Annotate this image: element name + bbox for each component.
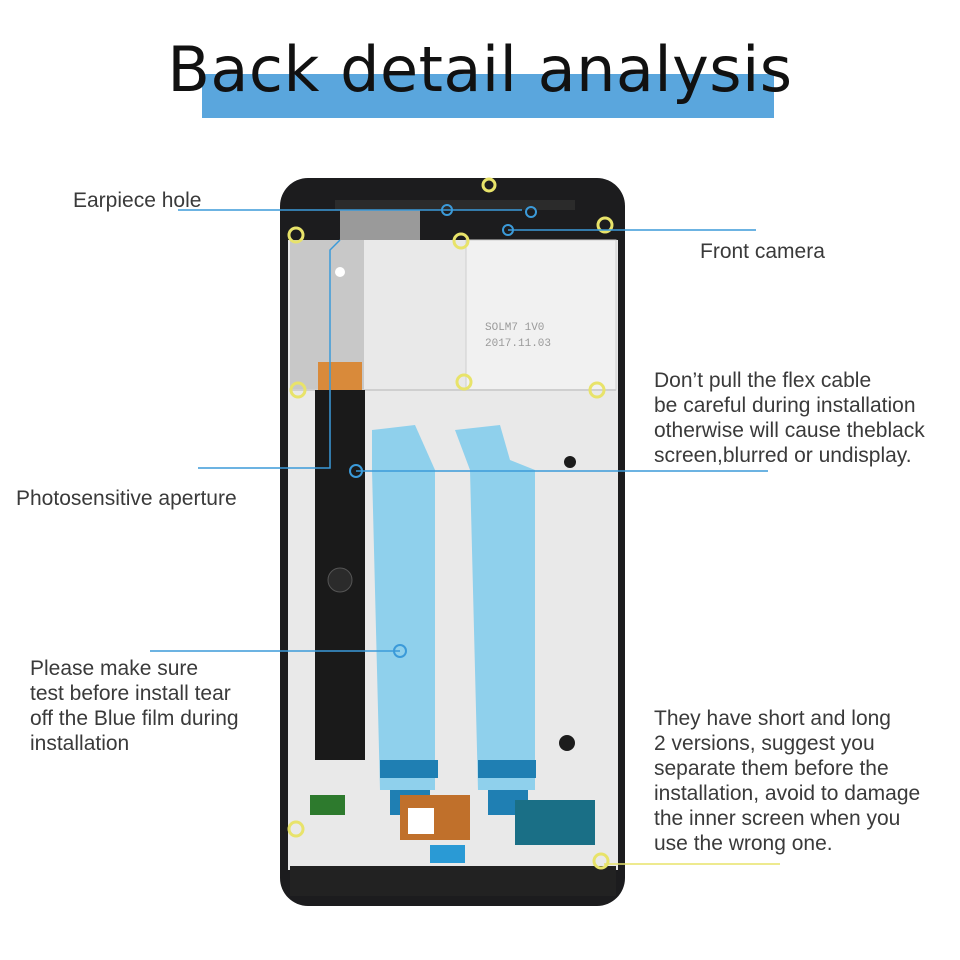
blue-film-left xyxy=(372,425,435,790)
flex-cable-warning: Don’t pull the flex cable be careful dur… xyxy=(654,369,925,467)
earpiece-bracket xyxy=(340,205,420,241)
blue-film-right xyxy=(455,425,535,790)
svg-text:2017.11.03: 2017.11.03 xyxy=(485,338,551,350)
versions-note: They have short and long 2 versions, sug… xyxy=(654,707,921,855)
screws xyxy=(287,177,614,870)
svg-text:SOLM7 1V0: SOLM7 1V0 xyxy=(485,322,544,334)
photosensitive-line xyxy=(198,239,341,469)
title-band xyxy=(202,74,774,118)
photosensitive-aperture-label: Photosensitive aperture xyxy=(16,487,237,510)
callout-lines xyxy=(150,209,780,865)
page-title: Back detail analysis xyxy=(167,33,793,106)
blue-film-note: Please make sure test before install tea… xyxy=(30,657,239,755)
front-camera-label: Front camera xyxy=(700,240,825,263)
earpiece-hole-label: Earpiece hole xyxy=(73,189,202,212)
callout-markers xyxy=(349,204,537,658)
